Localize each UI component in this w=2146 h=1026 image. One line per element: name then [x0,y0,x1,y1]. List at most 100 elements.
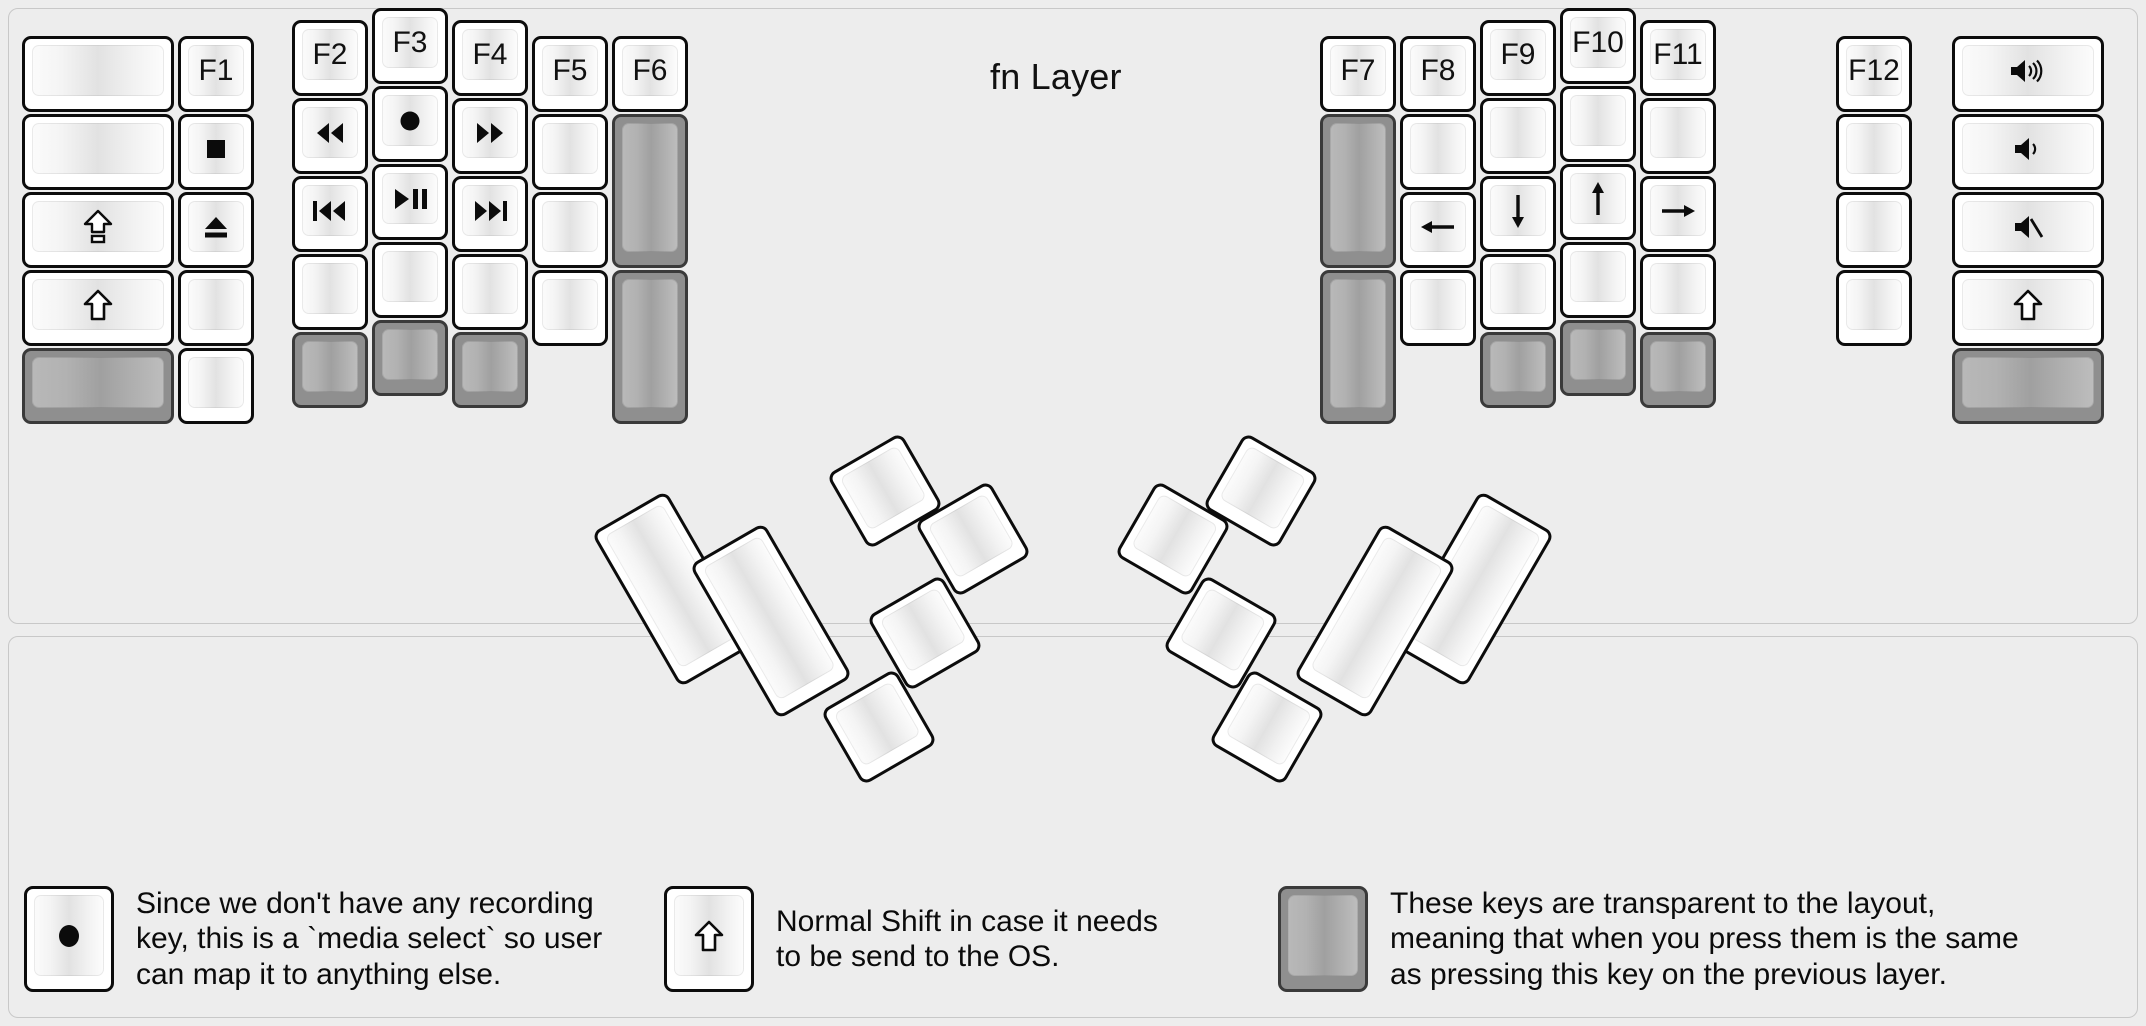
media-record-icon [394,105,426,137]
key-cap [1570,95,1626,146]
key-cap [1490,263,1546,314]
left-col-ring-r2[interactable] [292,176,368,252]
left-col-middle-r3[interactable] [372,242,448,318]
left-col-innermost-r0[interactable]: F6 [612,36,688,112]
arrow-up-icon [1583,179,1613,219]
right-col-innermost-r0[interactable]: F7 [1320,36,1396,112]
right-col-middle-r1[interactable] [1560,86,1636,162]
key-cap [382,251,438,302]
right-col-index-r0[interactable]: F9 [1480,20,1556,96]
key-cap [188,357,244,408]
key-cap [1490,341,1546,392]
left-col-index-r2[interactable] [452,176,528,252]
right-col-pinky-outer-r4[interactable] [1952,348,2104,424]
right-col-index-r2[interactable] [1480,176,1556,252]
legend-item-2: Normal Shift in case it needs to be send… [664,886,1158,992]
key-cap [1288,895,1358,977]
left-col-pinky-outer-r1[interactable] [22,114,174,190]
left-col-innermost-r2[interactable] [612,270,688,424]
right-col-middle-r3[interactable] [1560,242,1636,318]
key-cap: F8 [1410,45,1466,96]
left-col-middle-r2[interactable] [372,164,448,240]
legend-item-3: These keys are transparent to the layout… [1278,886,2019,993]
right-col-ring-r2[interactable] [1640,176,1716,252]
left-col-pinky-outer-r0[interactable] [22,36,174,112]
right-col-innermost-r1[interactable] [1320,114,1396,268]
arrow-right-icon [1658,196,1698,226]
key-cap [462,263,518,314]
legend-sample-key-2[interactable] [664,886,754,992]
left-col-middle-r4[interactable] [372,320,448,396]
right-col-ring-r0[interactable]: F11 [1640,20,1716,96]
right-col-index-r3[interactable] [1480,254,1556,330]
right-col-pinky-outer-r0[interactable] [1952,36,2104,112]
right-col-pinky-r1[interactable] [1836,114,1912,190]
volume-up-icon [2007,56,2049,86]
left-col-innermost-r1[interactable] [612,114,688,268]
key-cap [1650,107,1706,158]
right-col-ring-r1[interactable] [1640,98,1716,174]
left-col-ring-r0[interactable]: F2 [292,20,368,96]
left-col-pinky-outer-r2[interactable] [22,192,174,268]
legend-sample-key-1[interactable] [24,886,114,993]
left-col-middle-r1[interactable] [372,86,448,162]
left-col-ring-r4[interactable] [292,332,368,408]
right-col-inner-r2[interactable] [1400,192,1476,268]
legend-sample-key-3[interactable] [1278,886,1368,993]
left-col-index-r4[interactable] [452,332,528,408]
right-col-innermost-r2[interactable] [1320,270,1396,424]
key-cap: F2 [302,29,358,80]
right-col-pinky-r0[interactable]: F12 [1836,36,1912,112]
left-col-index-r3[interactable] [452,254,528,330]
key-cap [1650,263,1706,314]
key-cap [302,263,358,314]
right-col-pinky-outer-r1[interactable] [1952,114,2104,190]
left-col-pinky-r1[interactable] [178,114,254,190]
left-col-pinky-r4[interactable] [178,348,254,424]
right-col-middle-r4[interactable] [1560,320,1636,396]
key-cap: F6 [622,45,678,96]
media-stop-icon [201,134,231,164]
right-col-index-r1[interactable] [1480,98,1556,174]
right-col-ring-r4[interactable] [1640,332,1716,408]
left-col-ring-r3[interactable] [292,254,368,330]
volume-down-icon [2011,134,2045,164]
left-col-pinky-r2[interactable] [178,192,254,268]
key-cap [188,279,244,330]
key-cap [188,201,244,252]
right-col-pinky-r2[interactable] [1836,192,1912,268]
left-col-index-r1[interactable] [452,98,528,174]
left-col-pinky-r0[interactable]: F1 [178,36,254,112]
media-rewind-icon [310,120,350,146]
left-col-pinky-outer-r4[interactable] [22,348,174,424]
right-col-ring-r3[interactable] [1640,254,1716,330]
right-col-inner-r3[interactable] [1400,270,1476,346]
key-cap [1330,279,1386,408]
key-label: F6 [632,53,668,87]
key-cap [1650,341,1706,392]
left-col-middle-r0[interactable]: F3 [372,8,448,84]
left-col-inner-r2[interactable] [532,192,608,268]
left-col-index-r0[interactable]: F4 [452,20,528,96]
right-col-pinky-outer-r2[interactable] [1952,192,2104,268]
right-col-inner-r0[interactable]: F8 [1400,36,1476,112]
left-col-ring-r1[interactable] [292,98,368,174]
media-previous-icon [308,198,352,224]
key-cap [1330,123,1386,252]
right-col-middle-r0[interactable]: F10 [1560,8,1636,84]
legend-description-3: These keys are transparent to the layout… [1390,887,2019,991]
right-col-pinky-r3[interactable] [1836,270,1912,346]
left-col-pinky-outer-r3[interactable] [22,270,174,346]
right-col-pinky-outer-r3[interactable] [1952,270,2104,346]
right-col-middle-r2[interactable] [1560,164,1636,240]
left-col-pinky-r3[interactable] [178,270,254,346]
key-label: F4 [472,37,508,71]
key-cap [1410,279,1466,330]
left-col-inner-r0[interactable]: F5 [532,36,608,112]
right-col-inner-r1[interactable] [1400,114,1476,190]
right-col-index-r4[interactable] [1480,332,1556,408]
left-col-inner-r3[interactable] [532,270,608,346]
key-cap [1846,123,1902,174]
key-cap [382,95,438,146]
left-col-inner-r1[interactable] [532,114,608,190]
